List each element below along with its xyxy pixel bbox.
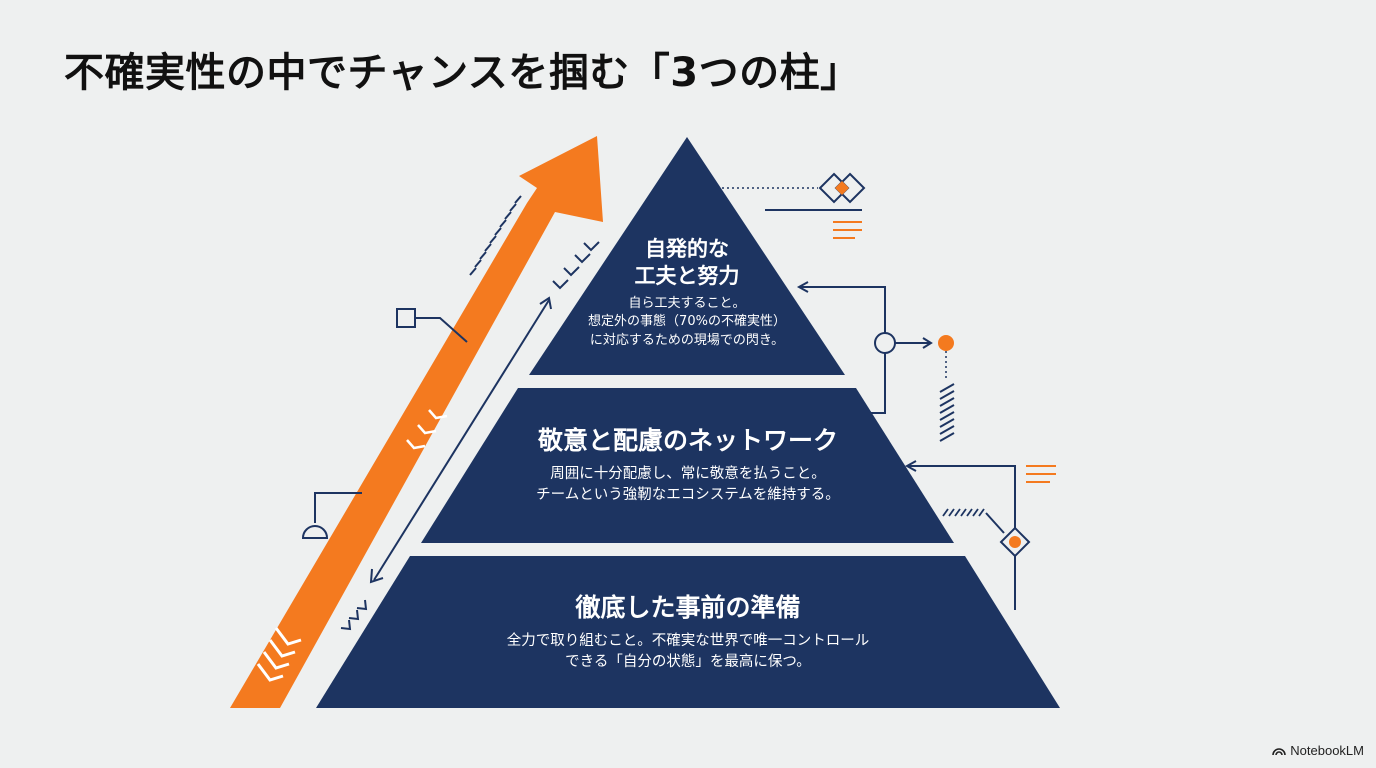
arrow-chevrons-middle	[406, 409, 448, 450]
pyramid-tier-middle	[421, 388, 954, 543]
chevrons-lower	[340, 599, 368, 631]
square-callout	[396, 308, 468, 343]
pyramid-tier-top	[529, 137, 845, 375]
arrow-chevrons-bottom	[256, 627, 302, 682]
chevrons-upper	[552, 241, 600, 290]
tier-top-heading-line2: 工夫と努力	[634, 264, 740, 289]
tier-bottom-body: 全力で取り組むこと。不確実な世界で唯一コントロール できる「自分の状態」を最高に…	[507, 631, 870, 673]
orange-dot-icon	[938, 335, 954, 351]
tier-bottom-body-line2: できる「自分の状態」を最高に保つ。	[565, 653, 811, 670]
semicircle-callout	[301, 492, 362, 539]
double-arrow	[369, 296, 552, 584]
orange-lines-right	[1026, 465, 1056, 483]
tier-top-heading: 自発的な 工夫と努力	[588, 236, 786, 291]
tier-bottom-text: 徹底した事前の準備 全力で取り組むこと。不確実な世界で唯一コントロール できる「…	[507, 592, 870, 673]
slide-title: 不確実性の中でチャンスを掴む「3つの柱」	[64, 50, 861, 96]
watermark-label: NotebookLM	[1290, 743, 1364, 758]
tier-top-body: 自ら工夫すること。 想定外の事態（70%の不確実性） に対応するための現場での閃…	[588, 295, 786, 352]
tier-top-text: 自発的な 工夫と努力 自ら工夫すること。 想定外の事態（70%の不確実性） に対…	[588, 236, 786, 351]
tier-top-body-line2: 想定外の事態（70%の不確実性）	[588, 314, 786, 330]
target-diamond-icon	[999, 526, 1031, 558]
bracket-connector-middle	[904, 460, 1016, 610]
tier-top-body-line3: に対応するための現場での閃き。	[589, 333, 785, 349]
tier-middle-body-line1: 周囲に十分配慮し、常に敬意を払うこと。	[550, 465, 826, 482]
bracket-connector-top	[796, 281, 886, 414]
growth-arrow	[230, 136, 603, 708]
tier-bottom-heading: 徹底した事前の準備	[575, 593, 801, 622]
tier-middle-text: 敬意と配慮のネットワーク 周囲に十分配慮し、常に敬意を払うこと。 チームという強…	[536, 425, 840, 506]
notebooklm-watermark: NotebookLM	[1272, 743, 1364, 758]
pyramid-tier-bottom	[316, 556, 1060, 708]
tier-middle-body-line2: チームという強靭なエコシステムを維持する。	[536, 486, 840, 503]
tier-bottom-body-line1: 全力で取り組むこと。不確実な世界で唯一コントロール	[506, 632, 870, 649]
notebooklm-logo-icon	[1272, 747, 1287, 755]
circle-node-icon	[874, 332, 896, 354]
tier-top-body-line1: 自ら工夫すること。	[628, 295, 746, 311]
tier-top-heading-line1: 自発的な	[645, 237, 729, 261]
orange-lines-upper	[833, 221, 862, 239]
tier-middle-body: 周囲に十分配慮し、常に敬意を払うこと。 チームという強靭なエコシステムを維持する…	[536, 464, 840, 506]
tier-middle-heading: 敬意と配慮のネットワーク	[537, 426, 839, 455]
node-arrow	[895, 337, 933, 349]
hatch-upper-left	[469, 195, 522, 276]
hatch-right	[939, 383, 955, 442]
diagonal-connector	[985, 512, 1005, 534]
hatch-lower-right	[942, 508, 985, 517]
diamond-icon	[818, 172, 866, 204]
